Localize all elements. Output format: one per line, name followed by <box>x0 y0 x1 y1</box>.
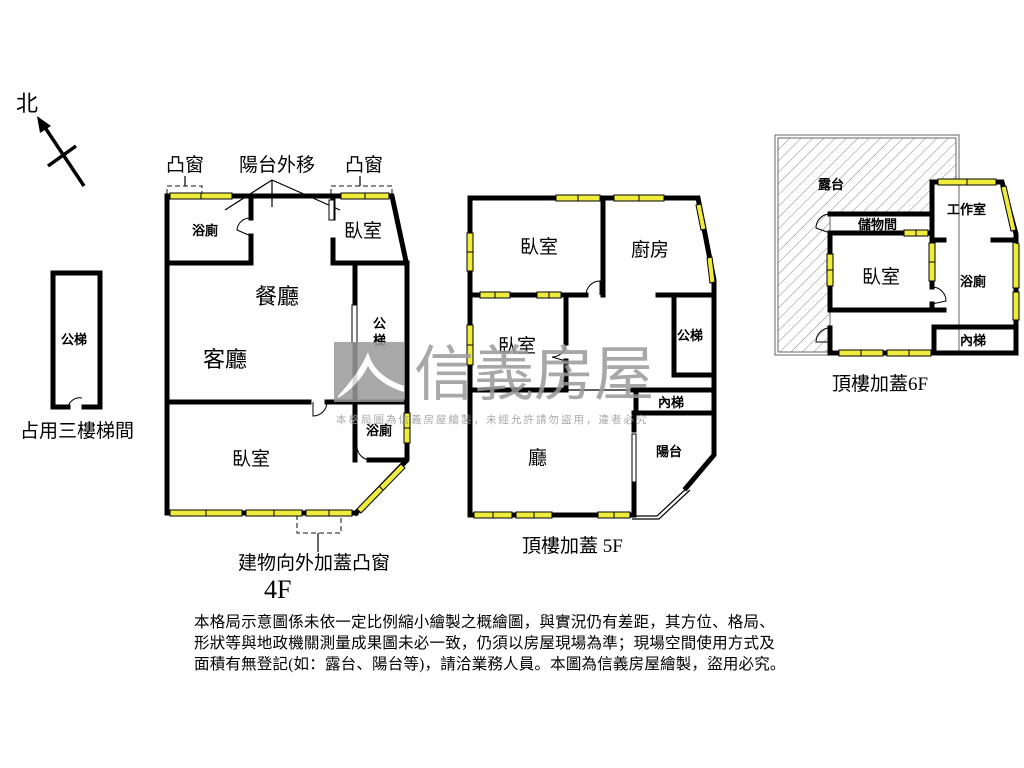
room-label-living: 客廳 <box>203 347 247 372</box>
room-label-dining: 餐廳 <box>255 284 299 309</box>
room-label-hall: 廳 <box>528 447 547 469</box>
room-label-storage: 儲物間 <box>857 217 897 233</box>
disclaimer-line: 面積有無登記(如：露台、陽台等)，請洽業務人員。本圖為信義房屋繪製，盜用必究。 <box>194 656 786 673</box>
room-label-inner-stair: 內梯 <box>658 395 684 411</box>
stairwell-caption: 占用三樓梯間 <box>20 420 134 442</box>
room-label-balcony: 陽台 <box>656 444 682 460</box>
floor-plan-5f: 臥室 廚房 臥室 公梯 內梯 廳 陽台 頂樓加蓋 5F <box>466 194 717 557</box>
watermark-notice: 本格局圖為信義房屋繪製，未經允許請勿盜用，違者必究 <box>336 413 649 426</box>
room-label-kitchen: 廚房 <box>631 238 669 261</box>
room-label-bedroom-bottom: 臥室 <box>232 448 270 470</box>
disclaimer-line: 本格局示意圖係未依一定比例縮小繪製之概繪圖，與實況仍有差距，其方位、格局、 <box>194 614 775 631</box>
stairwell-3f: 公梯 占用三樓梯間 <box>20 270 134 442</box>
room-label-public-stair: 公梯 <box>677 328 703 344</box>
annotation-balcony-moved: 陽台外移 <box>239 154 315 176</box>
disclaimer-line: 形狀等與地政機關測量成果圖未必一致，仍須以房屋現場為準；現場空間使用方式及 <box>194 635 775 652</box>
room-label-public-stair: 公梯 <box>61 332 87 348</box>
annotation-bay-window-left: 凸窗 <box>166 154 204 176</box>
north-arrow-icon: 北 <box>16 91 86 187</box>
room-label-bedroom: 臥室 <box>862 266 900 288</box>
room-label-inner-stair: 內梯 <box>960 333 986 349</box>
room-label-bath-small: 浴廁 <box>366 423 392 439</box>
room-label-bath: 浴廁 <box>960 274 986 290</box>
room-label-bedroom: 臥室 <box>344 220 382 242</box>
room-label-workroom: 工作室 <box>947 202 986 218</box>
floor-plan-6f: 露台 儲物間 工作室 臥室 浴廁 內梯 頂樓加蓋6F <box>774 134 1020 395</box>
floor-label-6f: 頂樓加蓋6F <box>832 373 928 395</box>
floor-label-5f: 頂樓加蓋 5F <box>522 535 623 557</box>
north-label: 北 <box>16 91 38 116</box>
watermark: 信義房屋 本格局圖為信義房屋繪製，未經允許請勿盜用，違者必究 <box>334 340 654 426</box>
room-label-bath: 浴廁 <box>192 223 218 239</box>
disclaimer: 本格局示意圖係未依一定比例縮小繪製之概繪圖，與實況仍有差距，其方位、格局、 形狀… <box>194 612 854 675</box>
annotation-bay-window-right: 凸窗 <box>345 154 383 176</box>
room-label-bedroom-small: 臥室 <box>498 335 536 357</box>
room-label-public-stair-a: 公 <box>373 317 386 332</box>
brand-logo-icon <box>334 342 404 402</box>
floor-plan-4f: 浴廁 臥室 餐廳 客廳 公 梯 浴廁 臥室 凸窗 陽台外移 凸窗 建物向外加蓋凸… <box>164 154 411 604</box>
annotation-bay-window-added: 建物向外加蓋凸窗 <box>238 552 390 574</box>
watermark-brand: 信義房屋 <box>414 340 654 410</box>
room-label-bedroom: 臥室 <box>520 236 558 258</box>
floor-label-4f: 4F <box>264 575 291 604</box>
room-label-terrace: 露台 <box>818 177 844 193</box>
